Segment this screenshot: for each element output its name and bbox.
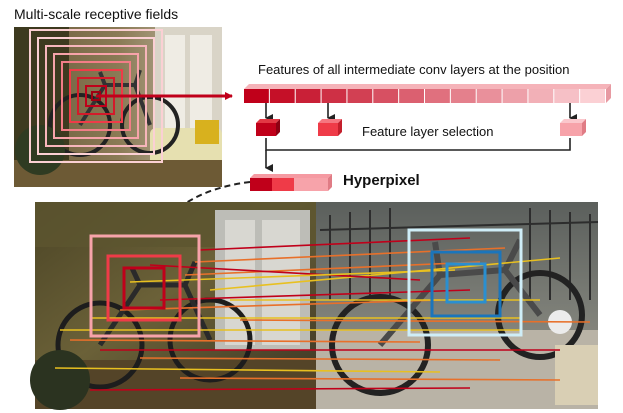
feature-cell — [476, 89, 502, 103]
match-line — [69, 339, 421, 343]
selected-block-pink — [560, 123, 582, 136]
feature-cell — [269, 89, 295, 103]
hyperpixel-blocks — [250, 174, 332, 191]
selected-feature-blocks — [256, 119, 586, 136]
match-line — [119, 299, 441, 311]
right-photo-boxes — [407, 228, 523, 337]
selected-block-dark — [256, 123, 276, 136]
feature-cell — [321, 89, 347, 103]
match-line — [54, 367, 441, 373]
selection-connectors — [265, 103, 577, 172]
feature-strip-side — [606, 84, 611, 103]
feature-cell — [450, 89, 476, 103]
match-line — [149, 264, 421, 281]
feature-cell — [528, 89, 554, 103]
feature-cell — [295, 89, 321, 103]
feature-cell — [554, 89, 580, 103]
selected-block-red — [318, 123, 338, 136]
feature-cell — [425, 89, 450, 103]
receptive-fields-label: Multi-scale receptive fields — [14, 6, 179, 22]
match-line — [89, 387, 471, 391]
match-line — [199, 237, 471, 251]
hyperpixel-label: Hyperpixel — [343, 172, 420, 189]
feature-cell — [347, 89, 373, 103]
match-line — [239, 319, 591, 323]
feature-strip-top — [244, 84, 611, 89]
feature-cell — [244, 89, 269, 103]
correspondence-lines — [54, 237, 591, 391]
match-line — [209, 257, 561, 291]
match-line — [179, 377, 561, 381]
feature-cell — [373, 89, 399, 103]
pair-left-photo — [30, 202, 316, 410]
feature-cell — [399, 89, 424, 103]
room-photo — [14, 27, 222, 187]
features-label: Features of all intermediate conv layers… — [258, 62, 570, 77]
match-line — [159, 289, 471, 301]
feature-cell — [502, 89, 528, 103]
left-photo-boxes — [89, 234, 201, 338]
feature-cell — [580, 89, 605, 103]
feature-strip — [244, 84, 611, 103]
pair-right-photo — [316, 202, 599, 409]
match-line — [139, 357, 501, 361]
match-line — [194, 247, 506, 263]
match-line — [129, 269, 456, 283]
feature-selection-label: Feature layer selection — [362, 124, 494, 139]
